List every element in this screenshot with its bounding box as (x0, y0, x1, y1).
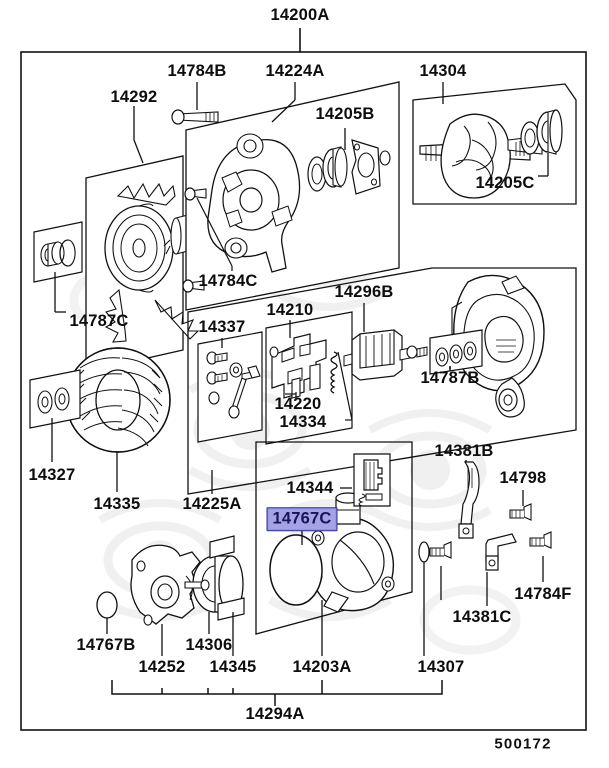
part-label-14767c[interactable]: 14767C (266, 507, 338, 531)
part-group-14784F (529, 531, 552, 582)
part-label-14200a[interactable]: 14200A (270, 5, 330, 24)
part-group-14205B (307, 128, 391, 195)
part-group-14306 (184, 555, 244, 634)
part-label-14787c[interactable]: 14787C (69, 311, 129, 330)
part-group-14327 (29, 369, 81, 462)
part-label-14296b[interactable]: 14296B (334, 282, 394, 301)
part-label-14787b[interactable]: 14787B (420, 368, 480, 387)
part-group-14767B (96, 591, 118, 634)
part-group-14304 (412, 82, 577, 205)
part-label-14252[interactable]: 14252 (138, 657, 186, 676)
part-label-14210[interactable]: 14210 (266, 300, 314, 319)
part-label-14798[interactable]: 14798 (499, 468, 547, 487)
part-label-14327[interactable]: 14327 (28, 465, 76, 484)
part-group-14787B (429, 329, 483, 375)
part-label-14344[interactable]: 14344 (286, 478, 334, 497)
part-group-14767C (269, 531, 323, 606)
part-label-14381c[interactable]: 14381C (452, 607, 512, 626)
part-label-14292[interactable]: 14292 (110, 87, 158, 106)
part-group-14381C (485, 533, 517, 606)
part-group-14335 (65, 347, 171, 492)
part-group-14798 (509, 490, 532, 521)
part-group-14784C (182, 187, 233, 293)
part-group-14334 (330, 351, 353, 421)
part-label-14205b[interactable]: 14205B (315, 104, 375, 123)
part-label-14784c[interactable]: 14784C (198, 271, 258, 290)
part-label-14337[interactable]: 14337 (198, 317, 246, 336)
part-group-14307-bolt (429, 541, 452, 600)
part-group-14381B (458, 460, 480, 539)
part-group-14203A (255, 441, 413, 656)
part-group-14292 (85, 106, 200, 373)
part-group-14345 (209, 535, 245, 656)
part-label-14307[interactable]: 14307 (417, 657, 465, 676)
part-group-14296B (343, 303, 428, 381)
part-label-14334[interactable]: 14334 (279, 412, 327, 431)
part-label-14345[interactable]: 14345 (209, 657, 257, 676)
part-label-14205c[interactable]: 14205C (475, 173, 535, 192)
outer-frame (20, 51, 587, 731)
part-group-14225A (187, 267, 577, 495)
part-label-14203a[interactable]: 14203A (292, 657, 352, 676)
part-group-14787C (33, 221, 83, 313)
diagram-footer-code: 500172 (494, 735, 552, 753)
part-label-14225a[interactable]: 14225A (182, 494, 242, 513)
part-label-14784b[interactable]: 14784B (167, 61, 227, 80)
part-label-14306[interactable]: 14306 (185, 635, 233, 654)
part-group-14307 (418, 541, 430, 656)
bracket-14294A (111, 680, 443, 706)
part-group-14220 (285, 377, 301, 399)
part-group-14784B (171, 82, 219, 125)
part-label-14224a[interactable]: 14224A (265, 61, 325, 80)
part-label-14220[interactable]: 14220 (274, 394, 322, 413)
part-group-14252 (130, 544, 201, 656)
part-group-14344 (340, 453, 391, 507)
part-group-14337 (197, 331, 263, 443)
part-label-14381b[interactable]: 14381B (434, 441, 494, 460)
part-label-14304[interactable]: 14304 (419, 61, 467, 80)
part-label-14767b[interactable]: 14767B (76, 635, 136, 654)
part-label-14335[interactable]: 14335 (93, 494, 141, 513)
part-label-14784f[interactable]: 14784F (514, 584, 572, 603)
part-group-14224A (185, 81, 400, 311)
part-label-14294a[interactable]: 14294A (245, 704, 305, 723)
